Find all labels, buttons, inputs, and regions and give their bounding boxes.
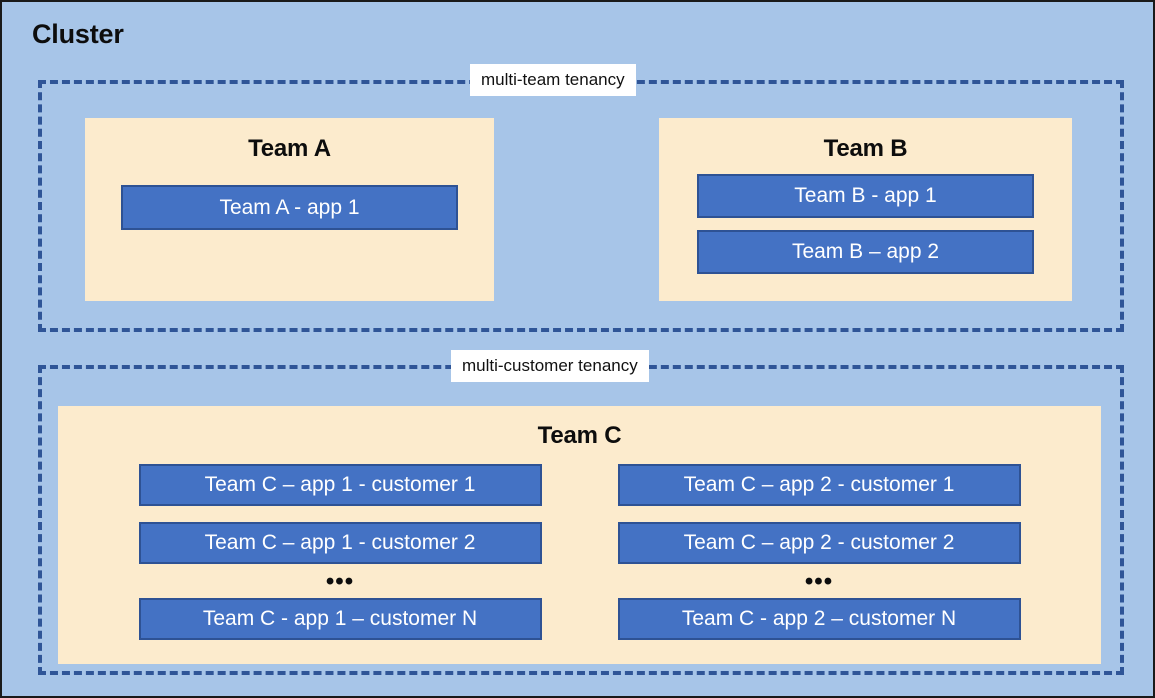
team-heading-team-b: Team B	[823, 135, 908, 162]
app-box-team-c-app-2-customer-2[interactable]: Team C – app 2 - customer 2	[617, 521, 1021, 564]
team-heading-team-c: Team C	[537, 422, 622, 449]
app-box-team-a-app-1[interactable]: Team A - app 1	[121, 184, 458, 230]
app-box-team-c-app-2-customer-1[interactable]: Team C – app 2 - customer 1	[617, 463, 1021, 506]
app-box-team-c-app-1-customer-2[interactable]: Team C – app 1 - customer 2	[138, 521, 542, 564]
app-column-team-c-app-2: Team C – app 2 - customer 1 Team C – app…	[617, 463, 1021, 640]
app-list-team-a: Team A - app 1	[121, 184, 458, 230]
tenancy-label-multi-customer: multi-customer tenancy	[451, 350, 649, 382]
team-panel-team-a: Team A Team A - app 1	[85, 118, 494, 301]
ellipsis-team-c-app-2: •••	[804, 567, 834, 595]
cluster-title: Cluster	[32, 19, 124, 49]
app-box-team-c-app-2-customer-n[interactable]: Team C - app 2 – customer N	[617, 597, 1021, 640]
app-box-team-b-app-1[interactable]: Team B - app 1	[697, 173, 1034, 218]
tenancy-label-multi-team: multi-team tenancy	[470, 64, 636, 96]
app-box-team-c-app-1-customer-n[interactable]: Team C - app 1 – customer N	[138, 597, 542, 640]
team-c-columns: Team C – app 1 - customer 1 Team C – app…	[58, 463, 1101, 640]
app-list-team-b: Team B - app 1 Team B – app 2	[697, 173, 1034, 274]
ellipsis-team-c-app-1: •••	[325, 567, 355, 595]
team-panel-team-c: Team C Team C – app 1 - customer 1 Team …	[58, 406, 1101, 664]
app-column-team-c-app-1: Team C – app 1 - customer 1 Team C – app…	[138, 463, 542, 640]
app-box-team-b-app-2[interactable]: Team B – app 2	[697, 229, 1034, 274]
team-heading-team-a: Team A	[248, 135, 331, 162]
app-box-team-c-app-1-customer-1[interactable]: Team C – app 1 - customer 1	[138, 463, 542, 506]
team-panel-team-b: Team B Team B - app 1 Team B – app 2	[659, 118, 1072, 301]
